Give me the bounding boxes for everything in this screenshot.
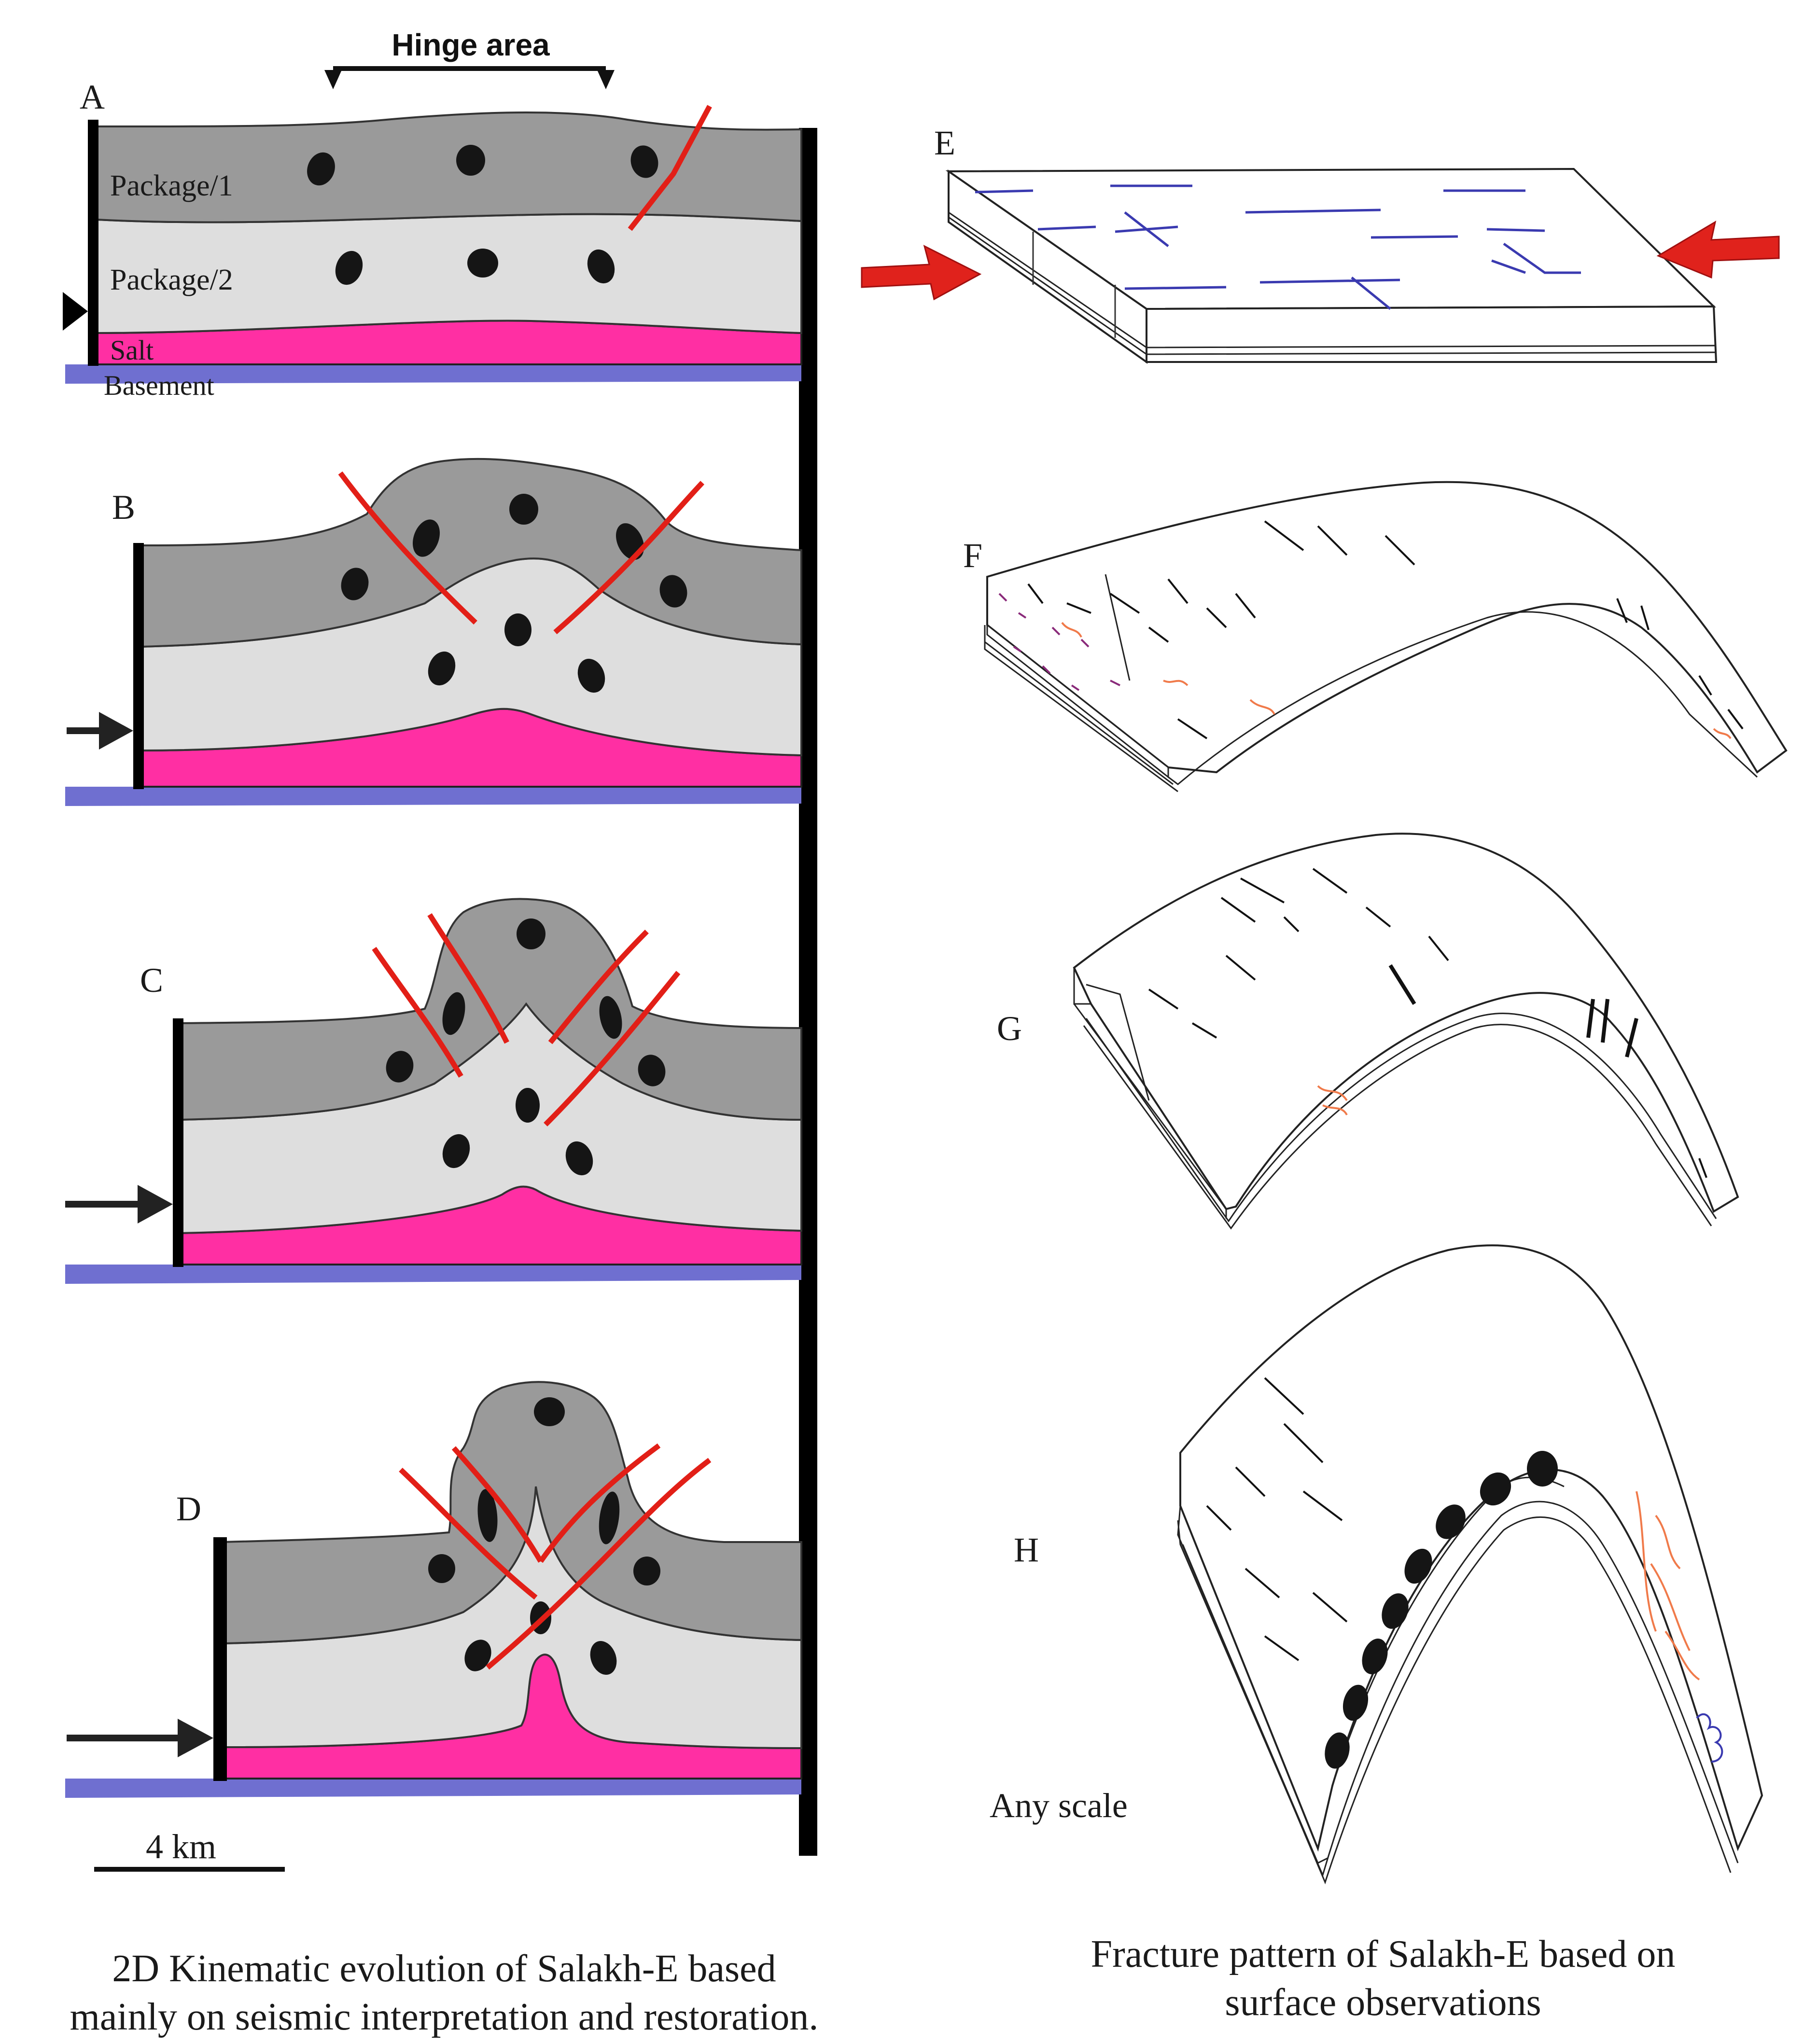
package-markers xyxy=(1325,1451,1558,1769)
panel-label-d: D xyxy=(176,1489,201,1528)
panel-label-f: F xyxy=(963,536,982,575)
package1-layer xyxy=(139,458,802,648)
any-scale-label: Any scale xyxy=(990,1786,1128,1825)
purple-fractures xyxy=(998,593,1120,691)
panel-label-b: B xyxy=(112,488,135,527)
hinge-area-bracket: Hinge area xyxy=(324,28,615,89)
package1-layer xyxy=(96,111,802,223)
stage-a: A Package/1 Package/2 Salt Basement xyxy=(63,78,802,401)
fold-surface xyxy=(1179,1244,1763,1852)
fold-surface xyxy=(986,481,1788,774)
orange-fractures xyxy=(1061,622,1732,739)
fault-line xyxy=(538,1443,661,1563)
slab-side-face xyxy=(1146,305,1718,363)
fractures xyxy=(1148,868,1707,1178)
panel-label-c: C xyxy=(140,961,163,1000)
fractures xyxy=(1206,1377,1348,1661)
fold-surface xyxy=(1073,833,1739,1213)
right-caption-line2: surface observations xyxy=(1225,1981,1541,2024)
stage-d: D xyxy=(65,1381,802,1798)
basement-layer xyxy=(65,1265,801,1284)
panel-e: E xyxy=(861,124,1780,364)
fault-line xyxy=(427,913,509,1044)
left-backstop-b xyxy=(133,543,144,789)
panel-label-h: H xyxy=(1014,1530,1039,1569)
scale-bar: 4 km xyxy=(94,1827,285,1872)
basement-label: Basement xyxy=(104,370,214,401)
left-caption-line1: 2D Kinematic evolution of Salakh-E based xyxy=(112,1947,776,1990)
panel-h: H xyxy=(990,1244,1763,1885)
panel-f: F xyxy=(963,481,1788,793)
left-backstop-c xyxy=(173,1018,183,1267)
orange-fractures xyxy=(1317,1085,1348,1116)
push-arrow-c xyxy=(65,1185,173,1224)
fault-line xyxy=(399,1468,538,1600)
fault-line xyxy=(338,471,477,625)
stage-c: C xyxy=(65,898,802,1284)
package2-label: Package/2 xyxy=(110,264,233,296)
blue-fractures xyxy=(975,184,1581,310)
hinge-area-label: Hinge area xyxy=(392,28,550,62)
panel-label-a: A xyxy=(80,78,105,116)
push-arrow-d xyxy=(67,1719,213,1757)
fault-line xyxy=(548,930,649,1044)
fault-line xyxy=(553,481,705,635)
fault-line xyxy=(544,971,681,1126)
orange-fractures xyxy=(1636,1491,1700,1681)
fault-line xyxy=(628,105,712,231)
fault-line xyxy=(486,1458,712,1670)
basement-layer xyxy=(65,787,801,806)
basement-layer xyxy=(65,1779,801,1798)
panel-label-e: E xyxy=(934,124,955,162)
panel-g: G xyxy=(997,833,1739,1230)
stage-b: B xyxy=(65,458,802,806)
salt-label: Salt xyxy=(110,334,154,366)
left-backstop-d xyxy=(213,1537,227,1781)
blue-fractures xyxy=(1696,1713,1723,1763)
push-arrow-a xyxy=(63,292,88,331)
compression-arrow-right xyxy=(1656,220,1780,279)
scale-bar-label: 4 km xyxy=(146,1827,216,1866)
left-caption-line2: mainly on seismic interpretation and res… xyxy=(70,1996,819,2038)
fault-line xyxy=(451,1446,543,1563)
fractures xyxy=(1027,520,1744,739)
fault-line xyxy=(372,946,463,1078)
left-backstop-a xyxy=(88,120,98,366)
panel-label-g: G xyxy=(997,1009,1022,1048)
push-arrow-b xyxy=(67,712,133,750)
package1-label: Package/1 xyxy=(110,169,233,202)
basement-layer xyxy=(65,364,801,384)
compression-arrow-left xyxy=(861,245,982,301)
right-caption-line1: Fracture pattern of Salakh-E based on xyxy=(1091,1933,1676,1975)
